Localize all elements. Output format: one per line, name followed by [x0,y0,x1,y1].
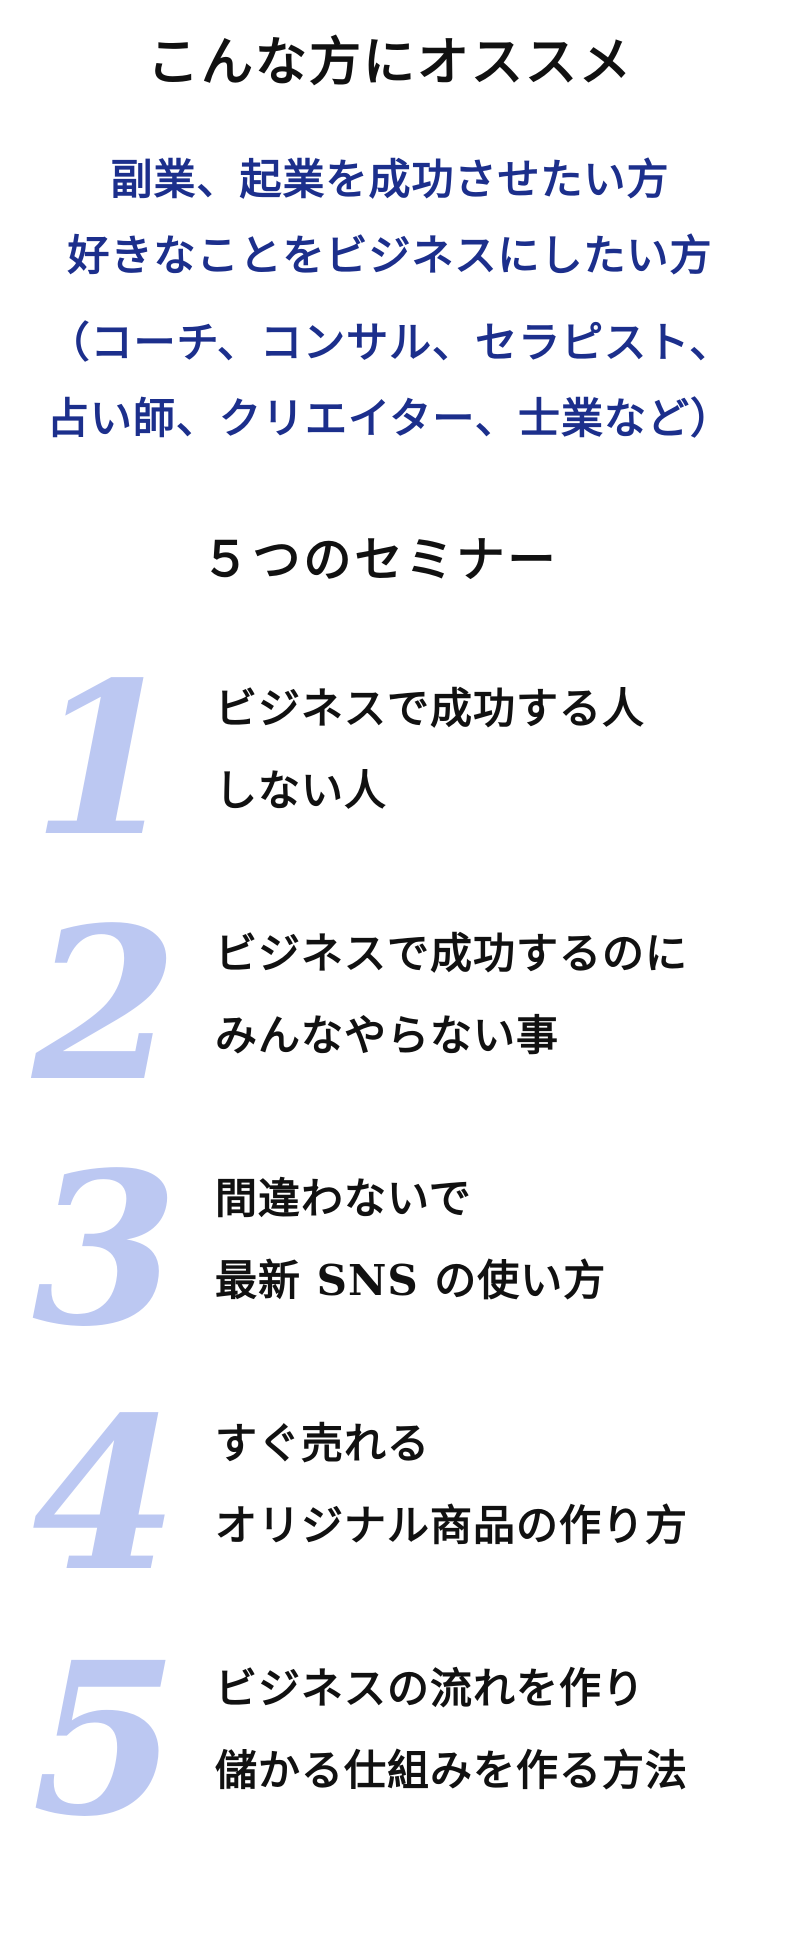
seminar-text: ビジネスの流れを作り 儲かる仕組みを作る方法 [215,1648,795,1812]
target-example-line: （コーチ、コンサル、セラピスト、 [47,318,733,367]
seminar-line: すぐ売れる [215,1419,431,1468]
seminar-item-2: 2 ビジネスで成功するのに みんなやらない事 [0,881,800,1128]
seminar-number: 3 [31,1126,179,1373]
seminar-line: ビジネスで成功する人 [215,684,646,733]
target-example-line: 占い師、クリエイター、士業など） [47,394,733,443]
target-line: 好きなことをビジネスにしたい方 [67,231,713,280]
seminar-line: ビジネスで成功するのに [215,929,689,978]
page-title: こんな方にオススメ [146,32,633,93]
seminar-line: しない人 [215,766,388,815]
target-line: 副業、起業を成功させたい方 [110,155,670,204]
seminar-line: ビジネスの流れを作り [215,1664,646,1713]
seminar-line: 最新 SNS の使い方 [215,1256,607,1305]
seminar-number: 4 [31,1371,179,1618]
seminar-number: 5 [31,1616,179,1863]
seminar-number: 1 [31,636,179,883]
seminar-line: 間違わないで [215,1174,472,1223]
seminar-line: みんなやらない事 [215,1011,560,1060]
seminar-item-5: 5 ビジネスの流れを作り 儲かる仕組みを作る方法 [0,1616,800,1863]
target-examples: （コーチ、コンサル、セラピスト、 占い師、クリエイター、士業など） [0,305,780,457]
seminar-text: ビジネスで成功する人 しない人 [215,668,795,832]
seminar-line: オリジナル商品の作り方 [215,1501,689,1550]
seminar-line: 儲かる仕組みを作る方法 [215,1746,689,1795]
seminar-item-4: 4 すぐ売れる オリジナル商品の作り方 [0,1371,800,1618]
target-audience: 副業、起業を成功させたい方 好きなことをビジネスにしたい方 [0,142,780,294]
seminar-text: 間違わないで 最新 SNS の使い方 [215,1158,795,1322]
seminar-number: 2 [31,881,179,1128]
seminar-text: すぐ売れる オリジナル商品の作り方 [215,1403,795,1567]
seminars-title: ５つのセミナー [201,532,559,588]
seminar-item-1: 1 ビジネスで成功する人 しない人 [0,636,800,883]
seminar-text: ビジネスで成功するのに みんなやらない事 [215,913,795,1077]
seminar-item-3: 3 間違わないで 最新 SNS の使い方 [0,1126,800,1373]
